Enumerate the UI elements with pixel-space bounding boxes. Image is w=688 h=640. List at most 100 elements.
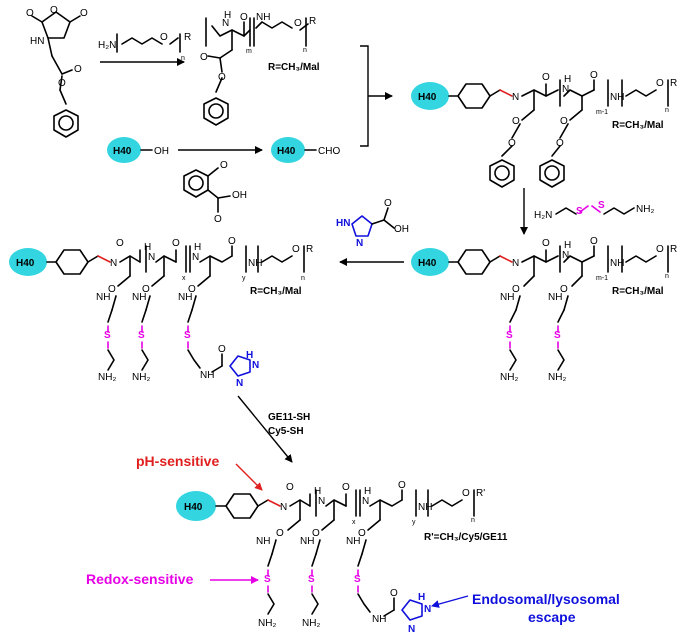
pc-r-sub: R=CH₃/Mal — [250, 286, 302, 297]
pa-o4: O — [512, 116, 520, 127]
pbla-n: N — [222, 18, 229, 29]
pb-nh2-a: NH₂ — [500, 372, 518, 383]
core-label-5: H40 — [16, 258, 35, 269]
ph-arrow — [235, 463, 263, 491]
pb-nh2-b: NH₂ — [548, 372, 566, 383]
convergence-bracket — [360, 45, 369, 147]
pa-h: H — [564, 74, 571, 85]
pa-m1: m-1 — [596, 109, 608, 116]
fp-o4: O — [462, 488, 470, 499]
pc-o3: O — [228, 236, 236, 247]
pbla-n-sub: n — [303, 47, 307, 54]
fp-h2: H — [364, 486, 371, 497]
fp-n2: N — [318, 496, 325, 507]
pa-n: N — [512, 92, 519, 103]
cystamine-reagent — [555, 205, 635, 215]
redox-sensitive-label: Redox-sensitive — [86, 571, 194, 587]
core-label-6: H40 — [184, 502, 203, 513]
fp-s3: S — [354, 574, 361, 585]
pbla-o1: O — [240, 12, 248, 23]
pc-o7: O — [188, 284, 196, 295]
pa-r-sub: R=CH₃/Mal — [612, 120, 664, 131]
pbla-nh: NH — [256, 12, 270, 23]
core-label-4: H40 — [418, 258, 437, 269]
final-polymer — [176, 489, 475, 621]
pa-o6: O — [508, 138, 516, 149]
pc-nh1: NH — [96, 292, 110, 303]
pb-r: R — [670, 244, 677, 255]
fp-o3: O — [398, 480, 406, 491]
fp-h1: H — [314, 486, 321, 497]
pa-o1: O — [542, 72, 550, 83]
peg-h2n: H₂N — [98, 40, 116, 51]
pb-n: N — [512, 258, 519, 269]
pc-o1: O — [116, 238, 124, 249]
pc-imi-n1: N — [252, 360, 259, 371]
pb-nh1: NH — [500, 292, 514, 303]
endo-label-line1: Endosomal/lysosomal — [472, 591, 620, 607]
pc-imi-n2: N — [236, 378, 243, 389]
cys-h2n: H₂N — [534, 210, 552, 221]
fp-o2: O — [342, 482, 350, 493]
imi-oh: OH — [394, 224, 409, 235]
pc-nh4: NH — [200, 370, 214, 381]
h40-cho-label: CHO — [318, 146, 340, 157]
endo-arrow — [431, 595, 469, 608]
imi-n: N — [356, 238, 363, 249]
fp-nh2-a: NH₂ — [258, 618, 276, 629]
pc-n2: N — [148, 252, 155, 263]
pbla-o2: O — [294, 18, 302, 29]
peg-amine-reagent — [116, 33, 181, 53]
fp-rp-sub: R'=CH₃/Cy5/GE11 — [424, 532, 508, 543]
imi-o: O — [384, 198, 392, 209]
endo-label-line2: escape — [528, 609, 576, 625]
pc-nh: NH — [248, 258, 262, 269]
pc-h1: H — [144, 242, 151, 253]
fp-n: N — [280, 502, 287, 513]
peg-r: R — [184, 32, 191, 43]
pa-n2: N — [562, 84, 569, 95]
fp-nh2: NH — [300, 536, 314, 547]
pb-n-sub: n — [665, 273, 669, 280]
pc-o8: O — [218, 344, 226, 355]
pa-nh: NH — [610, 92, 624, 103]
h40-pasp-imidazole — [9, 245, 305, 377]
fp-imi-h: H — [418, 592, 425, 603]
fp-nh: NH — [418, 502, 432, 513]
pc-n3: N — [192, 252, 199, 263]
pc-s3: S — [184, 330, 191, 341]
pb-o2: O — [590, 236, 598, 247]
peg-o: O — [160, 32, 168, 43]
pb-o1: O — [542, 238, 550, 249]
pb-s1: S — [506, 330, 513, 341]
ge11sh-label: GE11-SH — [268, 412, 310, 423]
fp-nh1: NH — [256, 536, 270, 547]
pc-s1: S — [104, 330, 111, 341]
h40-pbla-peg — [411, 79, 669, 188]
pc-n: N — [110, 258, 117, 269]
pa-o7: O — [556, 138, 564, 149]
fp-o1: O — [286, 482, 294, 493]
cys-s1: S — [576, 206, 583, 217]
fp-y: y — [412, 519, 416, 526]
fp-o5: O — [276, 528, 284, 539]
pb-o4: O — [512, 284, 520, 295]
pbla-o4: O — [218, 72, 226, 83]
pb-r-sub: R=CH₃/Mal — [612, 286, 664, 297]
pbla-r: R — [309, 16, 316, 27]
pbla-m: m — [246, 48, 252, 55]
h40-oh — [107, 137, 153, 163]
pa-n-sub: n — [665, 107, 669, 114]
h40-oh-label: OH — [154, 146, 169, 157]
pc-nh2: NH — [132, 292, 146, 303]
fp-o8: O — [390, 588, 398, 599]
pbla-r-sub: R=CH₃/Mal — [268, 62, 320, 73]
fba-oh: OH — [232, 190, 247, 201]
pc-x: x — [182, 275, 186, 282]
fp-o7: O — [358, 528, 366, 539]
pc-o4: O — [292, 244, 300, 255]
pc-o5: O — [108, 284, 116, 295]
bla-nca-monomer — [31, 11, 81, 138]
nca-hn: HN — [30, 36, 44, 47]
core-label-2: H40 — [277, 146, 296, 157]
